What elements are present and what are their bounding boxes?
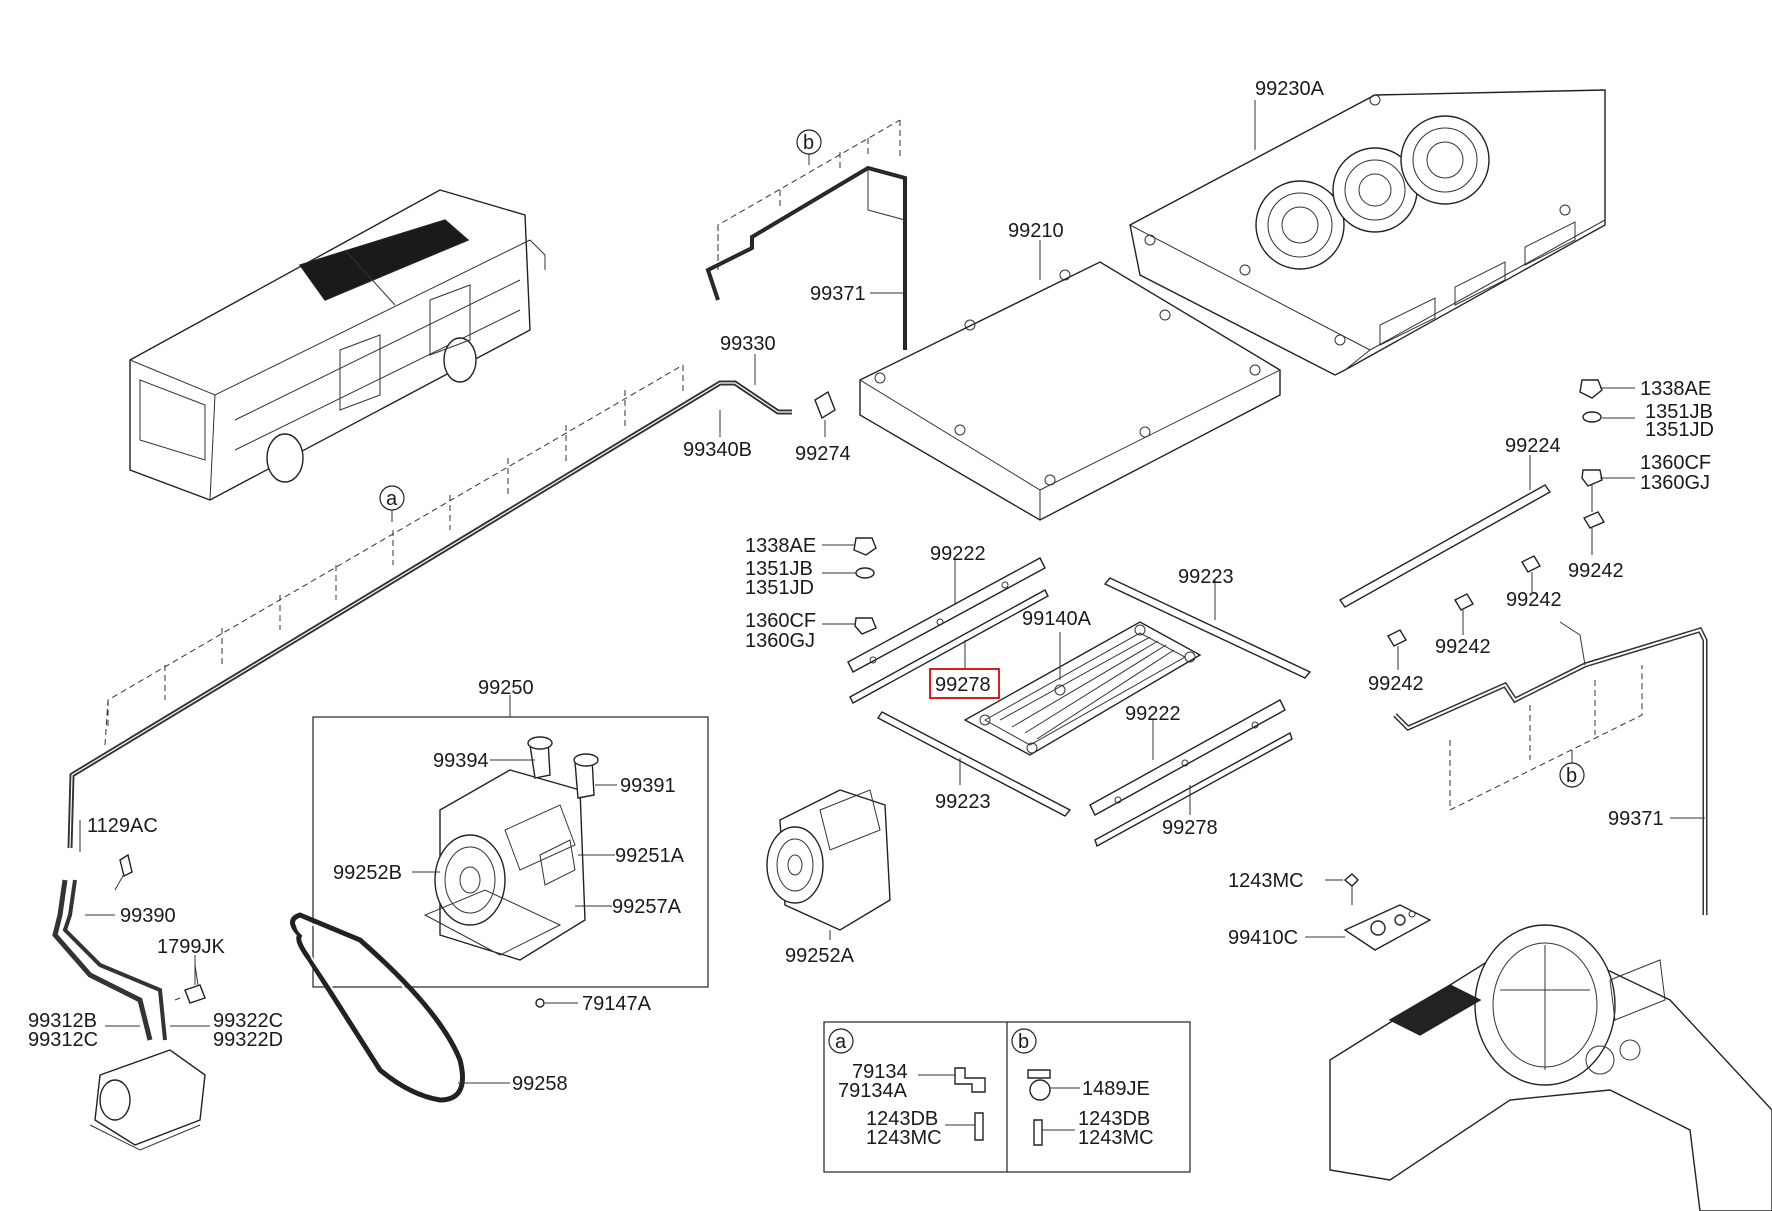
label-79147A: 79147A bbox=[582, 993, 652, 1015]
label-99340B: 99340B bbox=[683, 439, 752, 461]
label-99371-right: 99371 bbox=[1608, 808, 1664, 830]
label-99312B: 99312B bbox=[28, 1010, 97, 1032]
right-hardware-stack bbox=[1387, 379, 1635, 670]
label-99242-2: 99242 bbox=[1506, 589, 1562, 611]
drive-belt bbox=[290, 912, 465, 1103]
label-1351JB-left: 1351JB bbox=[745, 558, 813, 580]
label-b-top: b bbox=[803, 132, 814, 154]
right-refrigerant-pipe: b bbox=[1393, 621, 1708, 915]
label-99274: 99274 bbox=[795, 443, 851, 465]
label-99250: 99250 bbox=[478, 677, 534, 699]
label-1243MC-a: 1243MC bbox=[866, 1127, 942, 1149]
label-1360GJ-left: 1360GJ bbox=[745, 630, 815, 652]
label-99222-bottom: 99222 bbox=[1125, 703, 1181, 725]
label-1243DB-a: 1243DB bbox=[866, 1108, 938, 1130]
label-1360CF-left: 1360CF bbox=[745, 610, 816, 632]
control-panel bbox=[1305, 873, 1432, 951]
evaporator-filter-panel bbox=[963, 621, 1202, 756]
label-1360CF-right: 1360CF bbox=[1640, 452, 1711, 474]
label-99278-bottom: 99278 bbox=[1162, 817, 1218, 839]
label-1360GJ-right: 1360GJ bbox=[1640, 472, 1710, 494]
label-99371-top: 99371 bbox=[810, 283, 866, 305]
label-1243MC-b: 1243MC bbox=[1078, 1127, 1154, 1149]
label-99322C: 99322C bbox=[213, 1010, 283, 1032]
label-79134A: 79134A bbox=[838, 1080, 908, 1102]
label-99251A: 99251A bbox=[615, 845, 685, 867]
legend-b-label: b bbox=[1018, 1031, 1029, 1053]
label-99242-4: 99242 bbox=[1368, 673, 1424, 695]
label-99278-highlight: 99278 bbox=[935, 674, 991, 696]
label-99252A: 99252A bbox=[785, 945, 855, 967]
label-1129AC: 1129AC bbox=[87, 815, 158, 837]
upper-refrigerant-pipe: b bbox=[705, 119, 907, 350]
label-1338AE-right: 1338AE bbox=[1640, 378, 1711, 400]
label-99140A: 99140A bbox=[1022, 608, 1092, 630]
bus-illustration bbox=[129, 189, 546, 501]
label-99330: 99330 bbox=[720, 333, 776, 355]
evaporator-housing bbox=[859, 261, 1281, 521]
label-99391: 99391 bbox=[620, 775, 676, 797]
lower-left-assembly bbox=[52, 853, 545, 1151]
label-1799JK: 1799JK bbox=[157, 936, 225, 958]
label-a-top: a bbox=[386, 488, 398, 510]
label-99223-bottom: 99223 bbox=[935, 791, 991, 813]
label-1351JD-right: 1351JD bbox=[1645, 419, 1714, 441]
highlight-99278 bbox=[929, 668, 1000, 699]
label-99242-3: 99242 bbox=[1435, 636, 1491, 658]
label-1243DB-b: 1243DB bbox=[1078, 1108, 1150, 1130]
label-99210: 99210 bbox=[1008, 220, 1064, 242]
label-99222-top: 99222 bbox=[930, 543, 986, 565]
label-99230A: 99230A bbox=[1255, 78, 1325, 100]
label-99410C: 99410C bbox=[1228, 927, 1298, 949]
label-99258: 99258 bbox=[512, 1073, 568, 1095]
label-99242-1: 99242 bbox=[1568, 560, 1624, 582]
lower-refrigerant-pipe: a bbox=[67, 364, 836, 849]
label-b-right: b bbox=[1566, 765, 1577, 787]
label-99257A: 99257A bbox=[612, 896, 682, 918]
label-1338AE-left: 1338AE bbox=[745, 535, 816, 557]
compressor-detail bbox=[423, 736, 599, 961]
label-99312C: 99312C bbox=[28, 1029, 98, 1051]
label-99390: 99390 bbox=[120, 905, 176, 927]
label-99322D: 99322D bbox=[213, 1029, 283, 1051]
label-79134: 79134 bbox=[852, 1061, 908, 1083]
label-99224: 99224 bbox=[1505, 435, 1561, 457]
left-hardware-stack bbox=[822, 537, 877, 635]
condenser-unit bbox=[1129, 89, 1606, 376]
strip-99224 bbox=[1338, 484, 1552, 608]
legend-box: a b bbox=[823, 1021, 1191, 1173]
label-1489JE: 1489JE bbox=[1082, 1078, 1150, 1100]
label-1351JB-right: 1351JB bbox=[1645, 401, 1713, 423]
label-99394: 99394 bbox=[433, 750, 489, 772]
compressor-99252A bbox=[766, 789, 891, 931]
label-99223-top: 99223 bbox=[1178, 566, 1234, 588]
label-1243MC: 1243MC bbox=[1228, 870, 1304, 892]
label-99252B: 99252B bbox=[333, 862, 402, 884]
mounting-strips bbox=[847, 557, 1312, 848]
legend-a-label: a bbox=[835, 1031, 847, 1053]
dashboard-illustration bbox=[1329, 924, 1772, 1211]
label-1351JD-left: 1351JD bbox=[745, 577, 814, 599]
